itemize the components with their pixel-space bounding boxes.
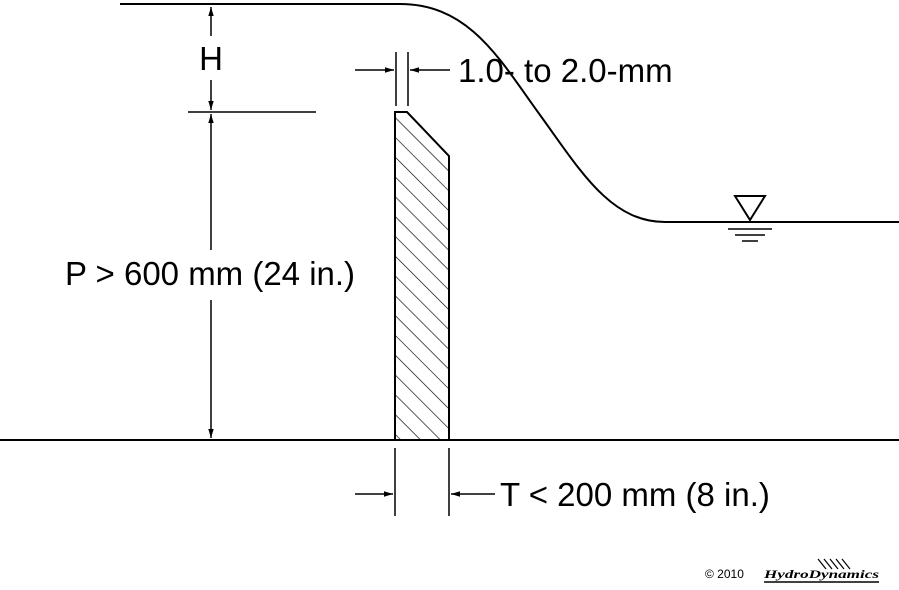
copyright-text: © 2010 bbox=[705, 567, 744, 581]
brand-wordmark: HydroDynamics bbox=[763, 567, 880, 581]
weir-plate bbox=[394, 111, 450, 441]
hydrodynamics-logo: HydroDynamics bbox=[763, 558, 880, 583]
water-surface-profile bbox=[120, 3, 899, 223]
head-label: H bbox=[199, 40, 223, 77]
crest-width-label: 1.0- to 2.0-mm bbox=[458, 52, 673, 89]
water-level-icon bbox=[728, 195, 772, 242]
thickness-label: T < 200 mm (8 in.) bbox=[500, 476, 770, 513]
weir-height-label: P > 600 mm (24 in.) bbox=[65, 255, 355, 292]
